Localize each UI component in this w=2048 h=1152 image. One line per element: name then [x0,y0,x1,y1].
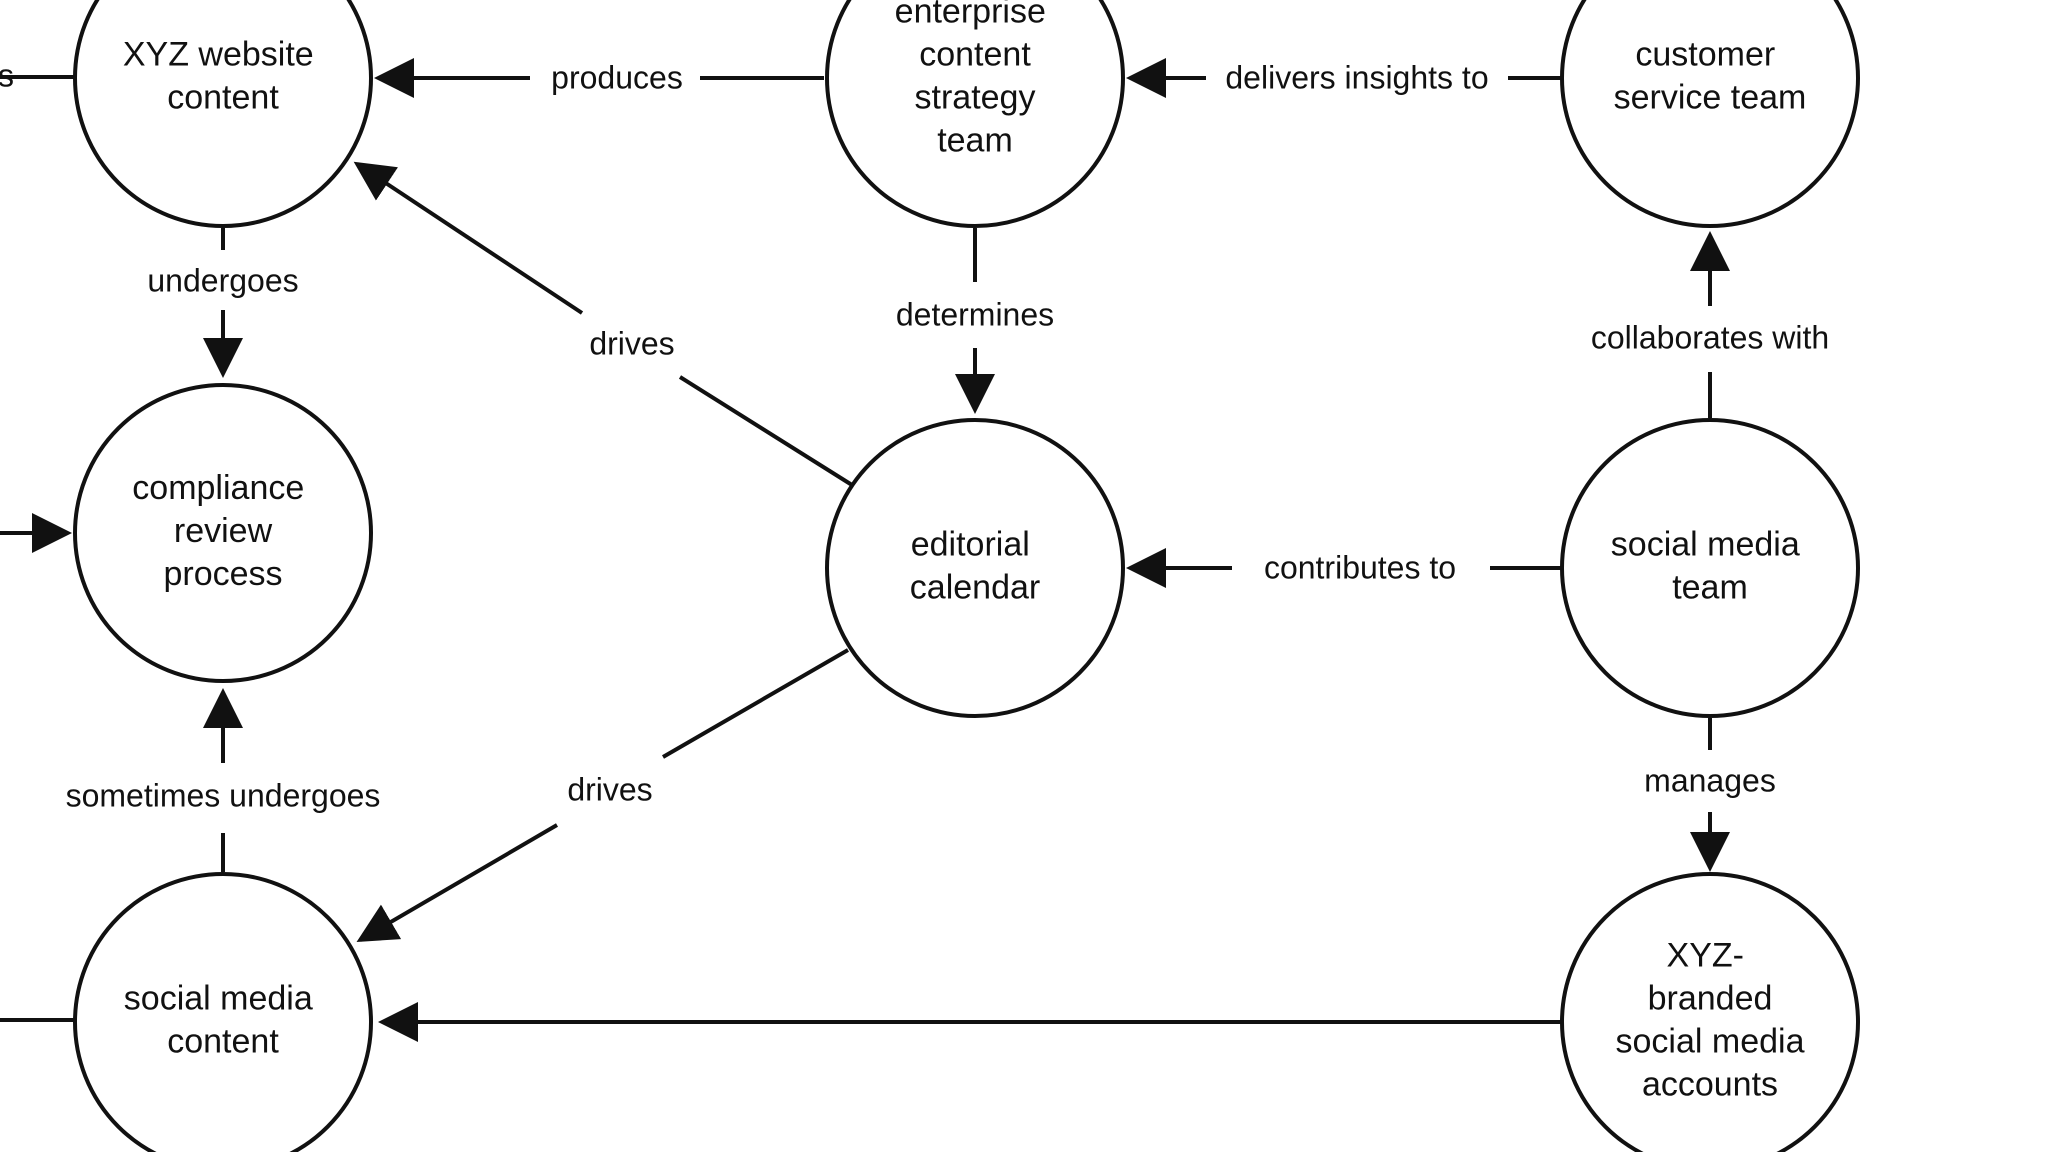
node-customer-service-team: customer service team [1560,0,1860,228]
node-social-media-team: social media team [1560,418,1860,718]
edge-label-produces: produces [551,59,683,95]
node-social-media-content: social media content [73,872,373,1152]
node-label-enterprise-content-strategy-team: enterprise [895,0,1046,30]
edge-label-collaborates: collaborates with [1591,319,1829,355]
edge-drives-website [678,375,854,487]
edge-drives-social [661,648,850,759]
edge-label-drives-website: drives [589,325,674,361]
node-label-compliance-review-process: compliance [132,469,304,507]
node-label-xyz-website-content: XYZ website [123,35,314,73]
edge-label-partial-top: s [0,57,14,93]
edge-drives-website-head [353,161,584,315]
edge-label-drives-social: drives [567,771,652,807]
edge-drives-social-head [356,823,559,943]
node-xyz-website-content: XYZ website content [73,0,373,228]
edge-label-manages: manages [1644,762,1776,798]
svg-text:customer service team: customer service team [1614,35,1807,116]
svg-text:social media content: social media content [124,979,322,1060]
svg-text:editorial calendar: editorial calendar [910,525,1040,606]
edge-label-sometimes-undergoes: sometimes undergoes [66,777,381,813]
edge-label-determines: determines [896,296,1054,332]
edge-label-delivers-insights: delivers insights to [1225,59,1488,95]
node-label-social-media-team: social media [1611,525,1800,563]
node-label-customer-service-team: customer [1635,35,1775,73]
node-label-xyz-branded-social-media-accounts: XYZ- [1667,936,1744,974]
node-editorial-calendar: editorial calendar [825,418,1125,718]
edge-label-contributes: contributes to [1264,549,1456,585]
svg-text:social media team: social media team [1611,525,1809,606]
svg-text:XYZ website content: XYZ website content [123,35,323,116]
edge-label-undergoes: undergoes [147,262,298,298]
node-label-editorial-calendar: editorial [911,525,1030,563]
node-label-social-media-content: social media [124,979,313,1017]
